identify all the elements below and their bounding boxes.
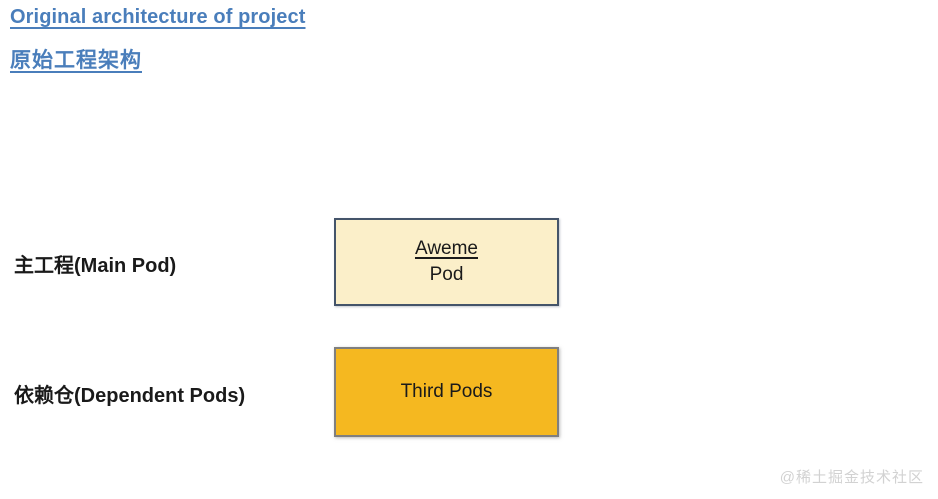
row-label-dependent-pods: 依赖仓(Dependent Pods): [14, 385, 246, 407]
page-title-chinese: 原始工程架构: [10, 49, 142, 72]
diagram-box-third-pods: Third Pods: [334, 347, 559, 437]
row-label-main-pod: 主工程(Main Pod): [14, 255, 177, 277]
page-title-english: Original architecture of project: [10, 6, 306, 28]
diagram-box-aweme-pod-line2: Pod: [429, 264, 464, 285]
diagram-box-aweme-pod-line1: Aweme: [414, 238, 478, 260]
watermark: @稀土掘金技术社区: [779, 469, 924, 486]
diagram-box-aweme-pod: Aweme Pod: [334, 218, 559, 306]
diagram-box-third-pods-line1: Third Pods: [400, 381, 493, 402]
